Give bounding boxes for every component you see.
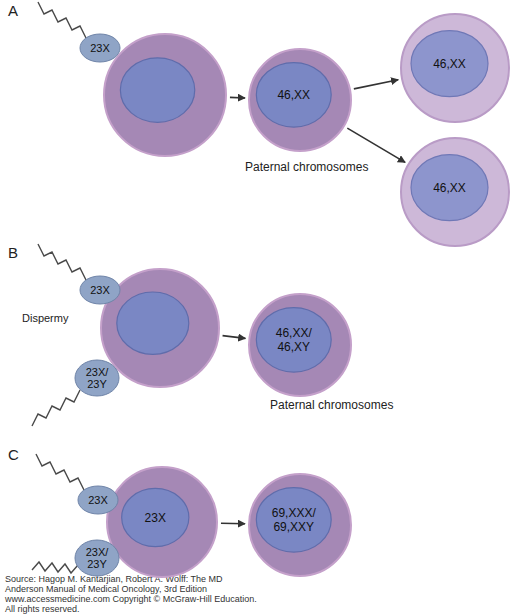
cell-outline (103, 33, 227, 157)
chromosome-text-box: 23X/ 23Y (82, 366, 112, 390)
karyotype-label: 23X/ 23Y (82, 366, 112, 390)
annotation-text: Paternal chromosomes (245, 160, 368, 174)
karyotype-label: 46,XX (422, 181, 478, 195)
chromosome-text-box: 69,XXX/ 69,XXY (264, 506, 324, 534)
sperm-head: 23X/ 23Y (74, 539, 120, 577)
nucleus (256, 63, 331, 127)
sperm-tail (32, 390, 80, 426)
source-caption: Source: Hagop M. Kantarjian, Robert A. W… (5, 574, 260, 614)
chromosome-text-box: 46,XX (266, 88, 322, 102)
nucleus (117, 292, 189, 354)
zygote-cell: 46,XX (400, 137, 510, 247)
arrow-connector (347, 128, 405, 162)
cell-membrane (401, 14, 509, 122)
nucleus (120, 58, 194, 122)
karyotype-label: 69,XXX/ 69,XXY (264, 506, 324, 534)
sperm-head: 23X (79, 275, 121, 305)
nucleus (411, 31, 488, 97)
head-outline (80, 276, 120, 304)
panel-letter: B (8, 244, 18, 261)
egg-cell (103, 33, 227, 157)
head-outline (75, 360, 119, 396)
chromosome-text-box: 23X (81, 494, 115, 506)
karyotype-label: 23X (83, 42, 117, 54)
cell-membrane (107, 467, 217, 577)
nucleus (256, 488, 331, 552)
zygote-cell: 69,XXX/ 69,XXY (248, 473, 352, 577)
cell-membrane (101, 269, 219, 387)
sperm-tail (38, 244, 86, 280)
arrow-connector (221, 522, 245, 524)
nucleus (122, 488, 189, 546)
nucleus (411, 155, 488, 221)
cell-membrane (249, 49, 351, 151)
sperm-head: 23X (77, 485, 119, 515)
sperm-tail (38, 2, 86, 38)
zygote-cell: 46,XX (248, 48, 352, 152)
sperm-head: 23X (79, 33, 121, 63)
chromosome-text-box: 46,XX/ 46,XY (267, 326, 321, 354)
cell-membrane (249, 474, 351, 576)
sperm-head: 23X/ 23Y (74, 359, 120, 397)
karyotype-label: 46,XX (266, 88, 322, 102)
karyotype-label: 46,XX/ 46,XY (267, 326, 321, 354)
annotation-text: Paternal chromosomes (270, 398, 393, 412)
chromosome-text-box: 23X (133, 511, 177, 525)
nucleus (256, 308, 331, 372)
chromosome-text-box: 23X (83, 284, 117, 296)
karyotype-label: 46,XX (422, 57, 478, 71)
karyotype-label: 23X (133, 511, 177, 525)
cell-membrane (401, 138, 509, 246)
sperm-tail (32, 562, 78, 573)
panel-letter: A (8, 2, 18, 19)
head-outline (80, 34, 120, 62)
head-outline (78, 486, 118, 514)
chromosome-text-box: 46,XX (422, 57, 478, 71)
egg-cell: 23X (106, 466, 218, 578)
karyotype-label: 23X (83, 284, 117, 296)
chromosome-text-box: 46,XX (422, 181, 478, 195)
zygote-cell: 46,XX/ 46,XY (248, 293, 352, 397)
zygote-cell: 46,XX (400, 13, 510, 123)
head-outline (75, 540, 119, 576)
karyotype-label: 23X/ 23Y (82, 546, 112, 570)
karyotype-label: 23X (81, 494, 115, 506)
cell-membrane (249, 294, 351, 396)
chromosome-text-box: 23X/ 23Y (82, 546, 112, 570)
chromosome-text-box: 23X (83, 42, 117, 54)
sperm-tail (36, 454, 84, 490)
arrow-connector (354, 80, 398, 89)
panel-letter: C (8, 446, 19, 463)
arrow-connector (230, 97, 245, 99)
cell-membrane (104, 34, 226, 156)
arrow-connector (223, 336, 246, 339)
annotation-text: Dispermy (22, 312, 68, 324)
